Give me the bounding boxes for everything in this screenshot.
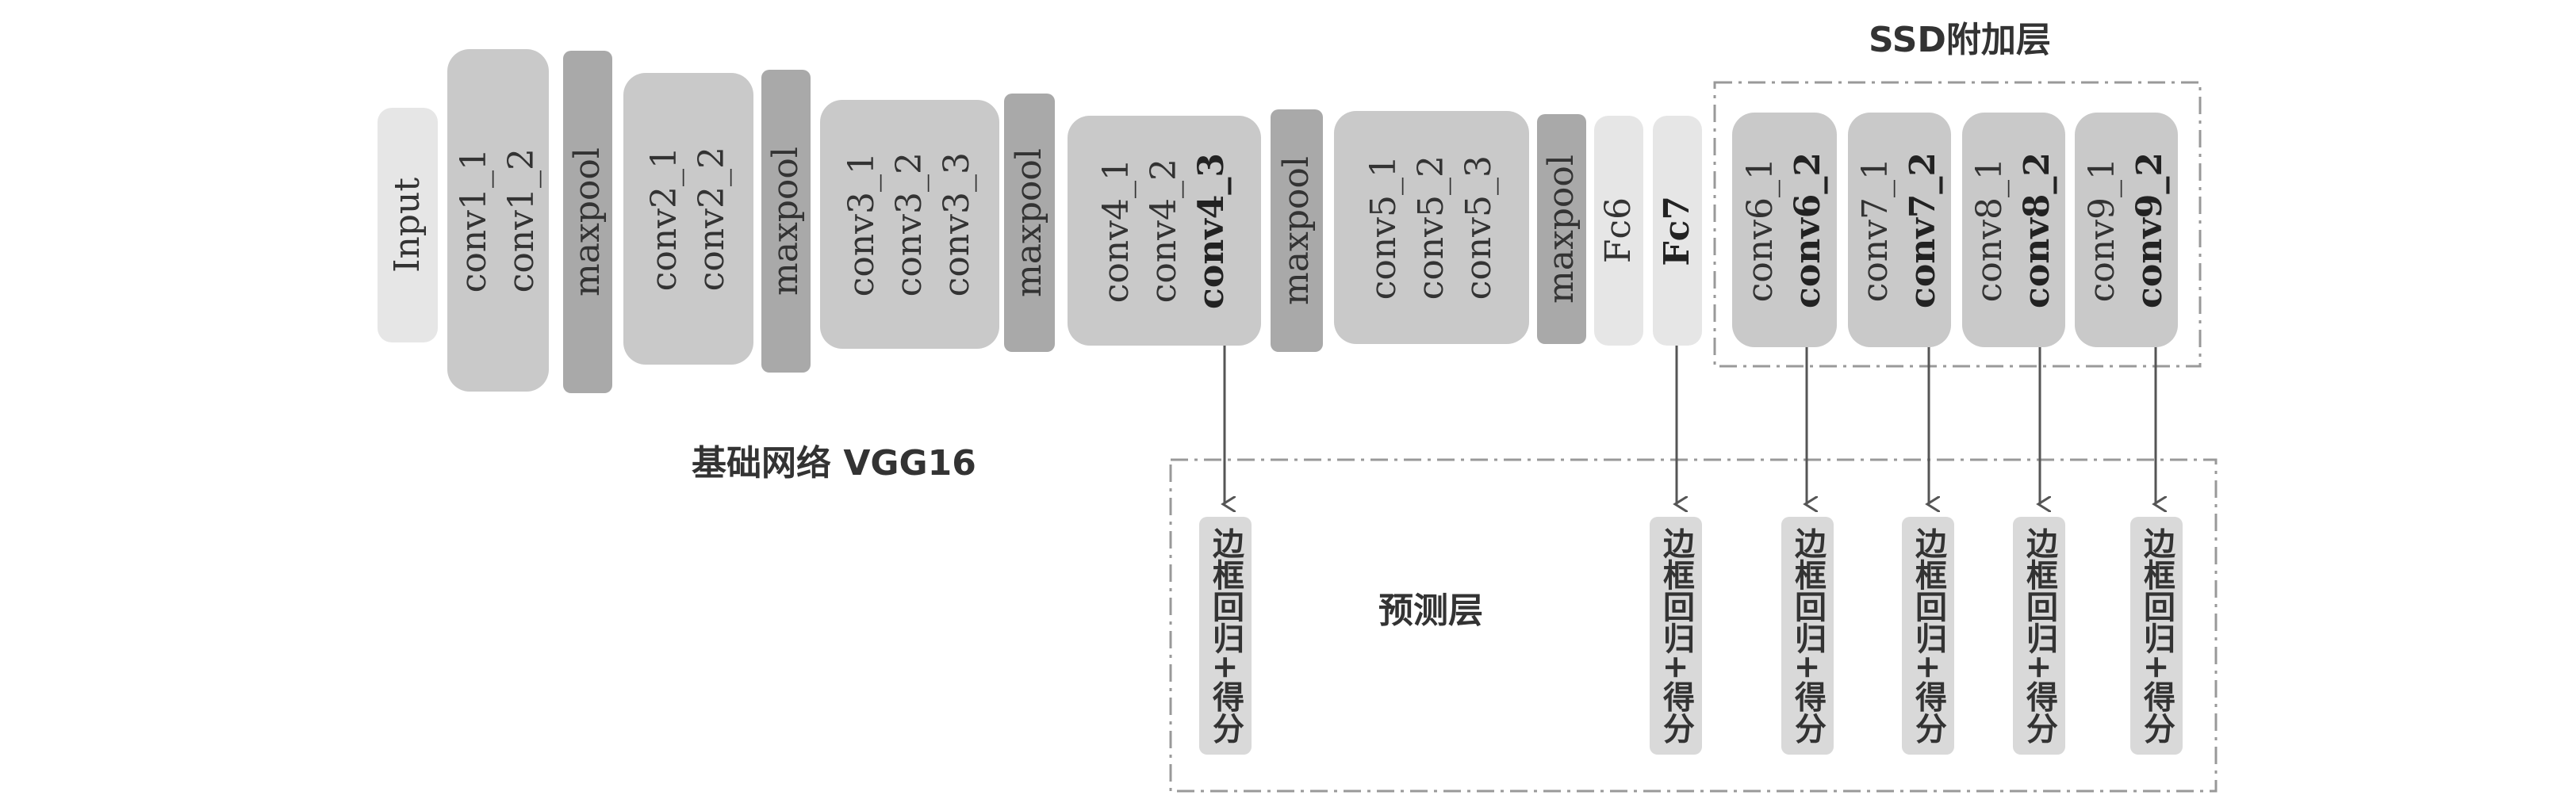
layer-name-stack: Fc6 xyxy=(1594,116,1643,346)
layer-name: conv1_2 xyxy=(501,147,542,293)
layer-name: conv9_1 xyxy=(2082,157,2122,303)
layer-name: maxpool xyxy=(1009,148,1049,297)
layer-name-stack: Fc7 xyxy=(1653,116,1702,346)
block-pool3: maxpool xyxy=(1004,94,1055,352)
layer-name: maxpool xyxy=(1541,155,1581,304)
layer-name-stack: Input xyxy=(378,108,438,342)
layer-name: conv4_3 xyxy=(1191,152,1232,309)
layer-name: conv7_1 xyxy=(1855,157,1896,303)
block-pool5: maxpool xyxy=(1537,114,1586,344)
pred-box-conv6-2: 边框回归+得分 xyxy=(1781,517,1834,755)
block-pool4: maxpool xyxy=(1271,109,1323,352)
layer-name: conv8_2 xyxy=(2017,151,2057,308)
pred-text: 边框回归+得分 xyxy=(2138,527,2175,744)
block-pool1: maxpool xyxy=(563,51,612,393)
layer-name: conv5_1 xyxy=(1363,155,1404,300)
layer-name: conv5_2 xyxy=(1411,155,1451,300)
layer-name: conv5_3 xyxy=(1459,155,1499,300)
layer-name: conv6_1 xyxy=(1740,157,1781,303)
layer-name: conv6_2 xyxy=(1788,151,1828,308)
layer-name-stack: maxpool xyxy=(1271,109,1323,352)
pred-box-conv8-2: 边框回归+得分 xyxy=(2013,517,2065,755)
layer-name-stack: maxpool xyxy=(563,51,612,393)
pred-box-fc7: 边框回归+得分 xyxy=(1650,517,1702,755)
layer-name-stack: maxpool xyxy=(1004,94,1055,352)
pred-box-conv7-2: 边框回归+得分 xyxy=(1902,517,1954,755)
layer-name: conv1_1 xyxy=(454,147,494,293)
layer-name: conv7_2 xyxy=(1903,151,1943,308)
layer-name: Fc7 xyxy=(1657,195,1697,266)
layer-name: conv8_1 xyxy=(1969,157,2010,303)
layer-name: maxpool xyxy=(567,147,608,296)
pred-text: 边框回归+得分 xyxy=(1910,527,1946,744)
block-input: Input xyxy=(378,108,438,342)
layer-name: conv2_2 xyxy=(692,146,732,292)
layer-name-stack: maxpool xyxy=(1537,114,1586,344)
ssd-extra-label: SSD附加层 xyxy=(1869,20,2051,60)
ssd-extra-group-border xyxy=(1713,81,2202,368)
layer-name: maxpool xyxy=(1276,156,1317,305)
layer-name: conv9_2 xyxy=(2129,151,2170,308)
layer-name: Fc6 xyxy=(1598,197,1639,264)
layer-name: conv2_1 xyxy=(644,146,684,292)
pred-text: 边框回归+得分 xyxy=(1789,527,1826,744)
prediction-group-border xyxy=(1169,458,2218,793)
block-pool2: maxpool xyxy=(761,70,811,373)
pred-box-conv4-3: 边框回归+得分 xyxy=(1199,517,1252,755)
pred-text: 边框回归+得分 xyxy=(1658,527,1694,744)
layer-name: conv4_1 xyxy=(1096,158,1137,304)
pred-box-conv9-2: 边框回归+得分 xyxy=(2130,517,2183,755)
layer-name-stack: maxpool xyxy=(761,70,811,373)
base-net-label: 基础网络 VGG16 xyxy=(692,443,976,484)
pred-text: 边框回归+得分 xyxy=(1207,527,1244,744)
pred-text: 边框回归+得分 xyxy=(2021,527,2057,744)
block-fc7: Fc7 xyxy=(1653,116,1702,346)
layer-name: conv3_1 xyxy=(841,151,882,297)
layer-name: conv4_2 xyxy=(1144,158,1184,304)
layer-name: Input xyxy=(387,178,427,273)
prediction-label: 预测层 xyxy=(1378,591,1483,631)
layer-name: conv3_2 xyxy=(889,151,930,297)
layer-name: maxpool xyxy=(765,147,806,296)
layer-name: conv3_3 xyxy=(937,151,977,297)
block-fc6: Fc6 xyxy=(1594,116,1643,346)
